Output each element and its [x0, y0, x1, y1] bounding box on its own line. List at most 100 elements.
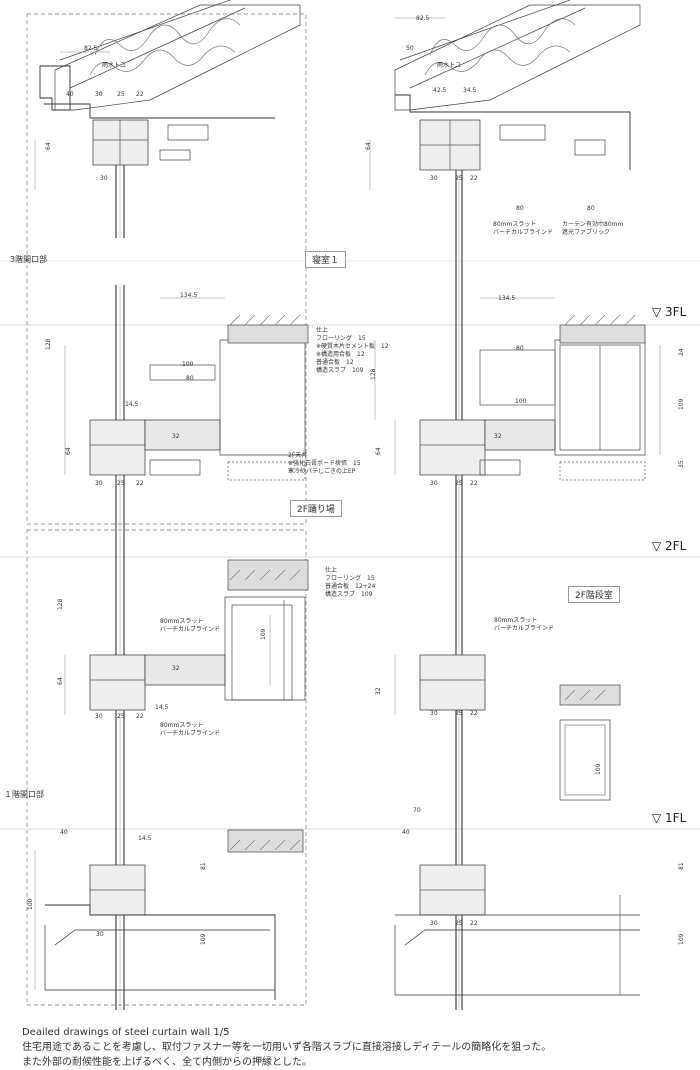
caption-title: Deailed drawings of steel curtain wall 1…: [22, 1027, 230, 1038]
right-3fl-slab: [419, 314, 646, 481]
note-line: フローリング 15: [325, 575, 375, 582]
note-line: 寒冷紗パテしごきの上EP: [288, 468, 356, 475]
dim-label: 30: [430, 920, 438, 927]
dim-label: 32: [494, 433, 502, 440]
left-dashed-frame-upper: [26, 13, 307, 525]
dim-label: 35: [678, 460, 685, 468]
dim-label: 42.5: [433, 87, 447, 94]
dim-label: 128: [370, 368, 377, 380]
dim-label: 80: [186, 375, 194, 382]
dim-label: 109: [200, 933, 207, 945]
dim-label: 64: [375, 447, 382, 455]
dim-label: 109: [595, 763, 602, 775]
slat-label-2f-r2: バーチカルブラインド: [494, 625, 555, 632]
dim-label: 24: [678, 348, 685, 356]
room-label-bedroom1: 寝室１: [305, 251, 347, 268]
curtain-label-2: 遮光ファブリック: [562, 229, 611, 236]
finish-notes-3f: 仕上 フローリング 15 ※硬質木片セメント板 12 ※構造用合板 12 普通合…: [316, 327, 389, 375]
dim-label: 70: [413, 807, 421, 814]
dim-label: 30: [95, 91, 103, 98]
gutter-label-left: 雨水トユ: [102, 62, 127, 69]
dim-label: 25: [117, 91, 125, 98]
dim-label: 80: [587, 205, 595, 212]
dim-label: 22: [470, 920, 478, 927]
dim-label: 22: [470, 710, 478, 717]
dim-label: 134.5: [498, 295, 515, 302]
level-2fl: ▽ 2FL: [652, 539, 687, 553]
dim-label: 64: [57, 677, 64, 685]
dim-label: 40: [402, 829, 410, 836]
note-line: 普通合板 12+24: [325, 583, 376, 590]
note-line: ※強化石膏ボード捨張 15: [288, 460, 361, 467]
dim-label: 64: [65, 447, 72, 455]
dim-label: 81: [200, 862, 207, 870]
left-dashed-frame-lower: [26, 529, 307, 1006]
slat-label-2f-1: 80mmスラット: [160, 618, 204, 625]
note-line: 構造スラブ 109: [316, 367, 364, 374]
dim-label: 134.5: [180, 292, 197, 299]
room-label-stair2f: 2F階段室: [568, 586, 620, 603]
dim-label: 40: [60, 829, 68, 836]
right-2fl-slab: [419, 654, 621, 801]
dim-label: 22: [136, 480, 144, 487]
note-line: 仕上: [316, 327, 329, 334]
dim-label: 22: [136, 91, 144, 98]
dim-label: 82.5: [84, 45, 98, 52]
note-line: 構造スラブ 109: [325, 591, 373, 598]
right-1fl-slab: [394, 864, 640, 996]
room-label-landing2f: 2F踊り場: [290, 500, 342, 517]
dim-label: 80: [516, 205, 524, 212]
dim-label: 30: [430, 480, 438, 487]
dim-label: 100: [182, 361, 194, 368]
section-label-1f: １階開口部: [4, 790, 44, 799]
right-roof-detail: [394, 0, 641, 1010]
dim-label: 14.5: [138, 835, 152, 842]
dim-label: 22: [470, 480, 478, 487]
dim-label: 82.5: [416, 15, 430, 22]
caption-line-1: 住宅用途であることを考慮し、取付ファスナー等を一切用いず各階スラブに直接溶接しデ…: [22, 1042, 552, 1053]
note-line: ※構造用合板 12: [316, 351, 365, 358]
note-line: 仕上: [325, 567, 338, 574]
dim-label: 109: [678, 398, 685, 410]
dim-label: 128: [45, 338, 52, 350]
dim-label: 22: [136, 713, 144, 720]
left-3fl-slab: [89, 314, 309, 481]
dim-label: 14.5: [155, 704, 169, 711]
left-roof-detail: [39, 0, 301, 238]
dim-label: 64: [45, 142, 52, 150]
dim-label: 32: [375, 687, 382, 695]
slat-label-1f-1: 80mmスラット: [160, 722, 204, 729]
dim-label: 22: [470, 175, 478, 182]
note-line: フローリング 15: [316, 335, 366, 342]
dim-label: 30: [430, 175, 438, 182]
dim-label: 109: [260, 628, 267, 640]
dim-label: 30: [430, 710, 438, 717]
slat-label-right-1: 80mmスラット: [493, 221, 537, 228]
caption-line-2: また外部の耐候性能を上げるべく、全て内側からの押縁とした。: [22, 1057, 312, 1068]
dim-label: 34.5: [463, 87, 477, 94]
ceiling-notes-2f: 2F天井 ※強化石膏ボード捨張 15 寒冷紗パテしごきの上EP: [288, 452, 361, 476]
dim-label: 80: [516, 345, 524, 352]
level-1fl: ▽ 1FL: [652, 811, 687, 825]
slat-label-right-2: バーチカルブラインド: [493, 229, 554, 236]
level-3fl: ▽ 3FL: [652, 305, 687, 319]
gutter-label-right: 雨水トユ: [437, 62, 462, 69]
dim-label: 128: [57, 598, 64, 610]
note-line: 普通合板 12: [316, 359, 354, 366]
note-line: 2F天井: [288, 452, 308, 459]
dim-label: 30: [95, 480, 103, 487]
dim-label: 81: [678, 862, 685, 870]
dim-label: 100: [27, 898, 34, 910]
dim-label: 25: [455, 710, 463, 717]
left-2fl-slab: [89, 559, 309, 711]
dim-label: 14.5: [125, 401, 139, 408]
dim-label: 30: [100, 175, 108, 182]
curtain-wall-drawing: 82.5 40 30 25 22 82.5 50 42.5 34.5 30 30…: [0, 0, 700, 1010]
dim-label: 50: [406, 45, 414, 52]
dim-label: 40: [66, 91, 74, 98]
finish-notes-2f: 仕上 フローリング 15 普通合板 12+24 構造スラブ 109: [325, 567, 375, 599]
dim-label: 30: [96, 931, 104, 938]
dim-label: 30: [95, 713, 103, 720]
dim-label: 32: [172, 665, 180, 672]
section-label-3f: 3階開口部: [10, 255, 48, 264]
